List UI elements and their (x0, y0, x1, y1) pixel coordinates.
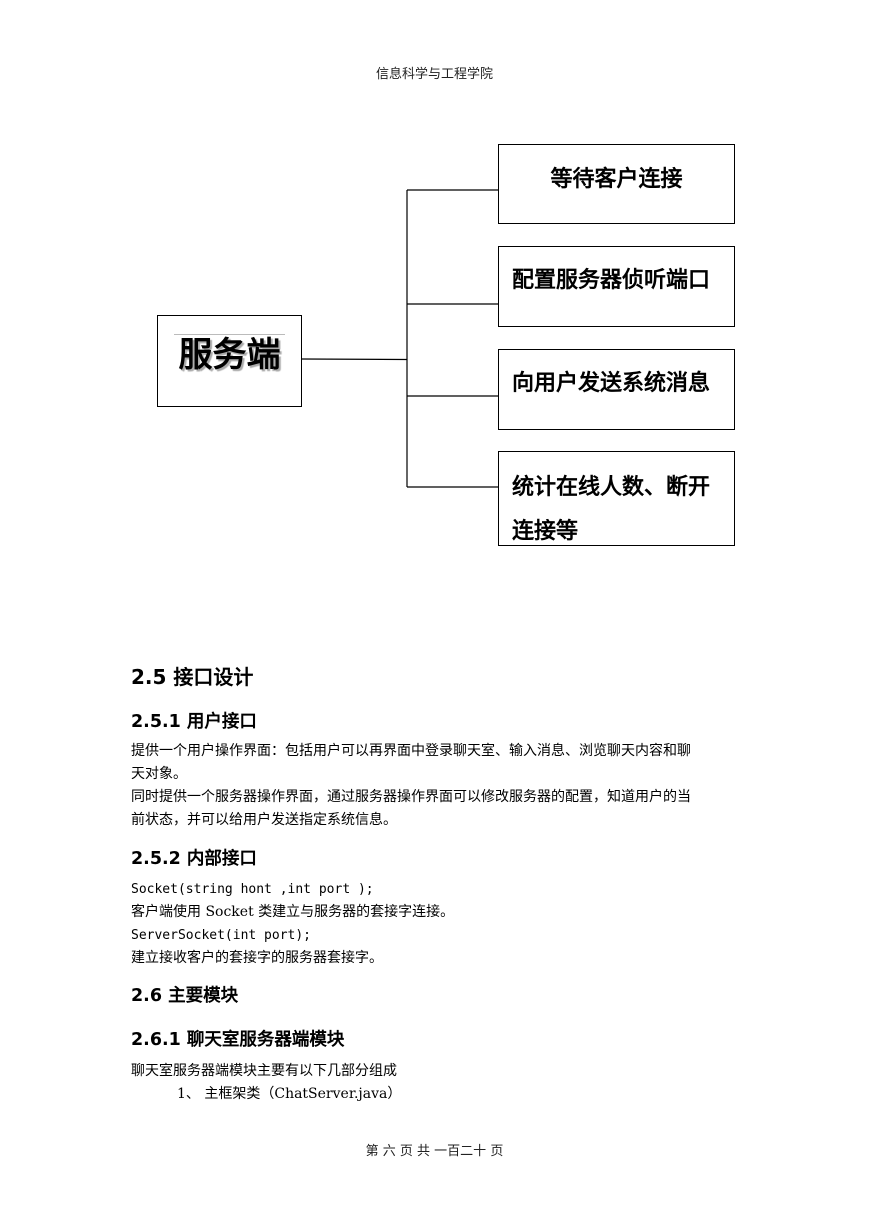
server-root-node: 服务端 (157, 315, 302, 407)
leaf-node-config-port: 配置服务器侦听端口 (498, 246, 735, 327)
leaf-node-wait-client: 等待客户连接 (498, 144, 735, 224)
leaf-node-label-line1: 统计在线人数、断开 (512, 475, 711, 500)
text-line: 天对象。 (131, 766, 187, 782)
leaf-node-send-message: 向用户发送系统消息 (498, 349, 735, 430)
text-line: 同时提供一个服务器操作界面，通过服务器操作界面可以修改服务器的配置，知道用户的当 (131, 789, 691, 805)
root-node-rule (174, 334, 285, 335)
leaf-node-label-line2: 连接等 (512, 519, 579, 544)
code-line: Socket(string hont ,int port ); (131, 882, 374, 897)
page-footer: 第 六 页 共 一百二十 页 (365, 1144, 504, 1159)
heading-2-5-1: 2.5.1 用户接口 (131, 708, 741, 733)
leaf-node-online-stats: 统计在线人数、断开 连接等 (498, 451, 735, 546)
heading-2-6-1: 2.6.1 聊天室服务器端模块 (131, 1026, 741, 1051)
section-heading: 2.5.2 内部接口 (131, 849, 257, 869)
root-connector (301, 358, 408, 361)
text-line: 前状态，并可以给用户发送指定系统信息。 (131, 812, 397, 828)
leaf-node-label: 向用户发送系统消息 (512, 371, 711, 396)
heading-2-5-2: 2.5.2 内部接口 (131, 845, 741, 870)
paragraph-chat-server-module: 聊天室服务器端模块主要有以下几部分组成 1、 主框架类（ChatServer.j… (131, 1060, 741, 1106)
paragraph-user-interface: 提供一个用户操作界面：包括用户可以再界面中登录聊天室、输入消息、浏览聊天内容和聊… (131, 740, 741, 832)
section-heading: 2.5.1 用户接口 (131, 712, 257, 732)
text-line: 聊天室服务器端模块主要有以下几部分组成 (131, 1063, 397, 1079)
code-line: ServerSocket(int port); (131, 928, 312, 943)
heading-2-5: 2.5 接口设计 (131, 661, 741, 690)
text-line: 建立接收客户的套接字的服务器套接字。 (131, 950, 383, 966)
page-header: 信息科学与工程学院 (375, 67, 493, 82)
root-node-label: 服务端 (178, 335, 281, 375)
server-module-diagram: 服务端 等待客户连接 配置服务器侦听端口 向用户发送系统消息 统计在线人数、断开… (0, 0, 869, 600)
text-line: 客户端使用 Socket 类建立与服务器的套接字连接。 (131, 904, 455, 920)
leaf-node-label: 等待客户连接 (550, 167, 683, 192)
connector-lines (301, 189, 498, 488)
leaf-node-label: 配置服务器侦听端口 (512, 268, 711, 293)
paragraph-internal-interface: Socket(string hont ,int port ); 客户端使用 So… (131, 878, 741, 970)
list-item: 1、 主框架类（ChatServer.java） (177, 1086, 402, 1102)
section-heading: 2.6.1 聊天室服务器端模块 (131, 1030, 345, 1050)
text-line: 提供一个用户操作界面：包括用户可以再界面中登录聊天室、输入消息、浏览聊天内容和聊 (131, 743, 691, 759)
section-heading: 2.5 接口设计 (131, 665, 254, 689)
section-heading: 2.6 主要模块 (131, 986, 239, 1006)
heading-2-6: 2.6 主要模块 (131, 982, 741, 1007)
